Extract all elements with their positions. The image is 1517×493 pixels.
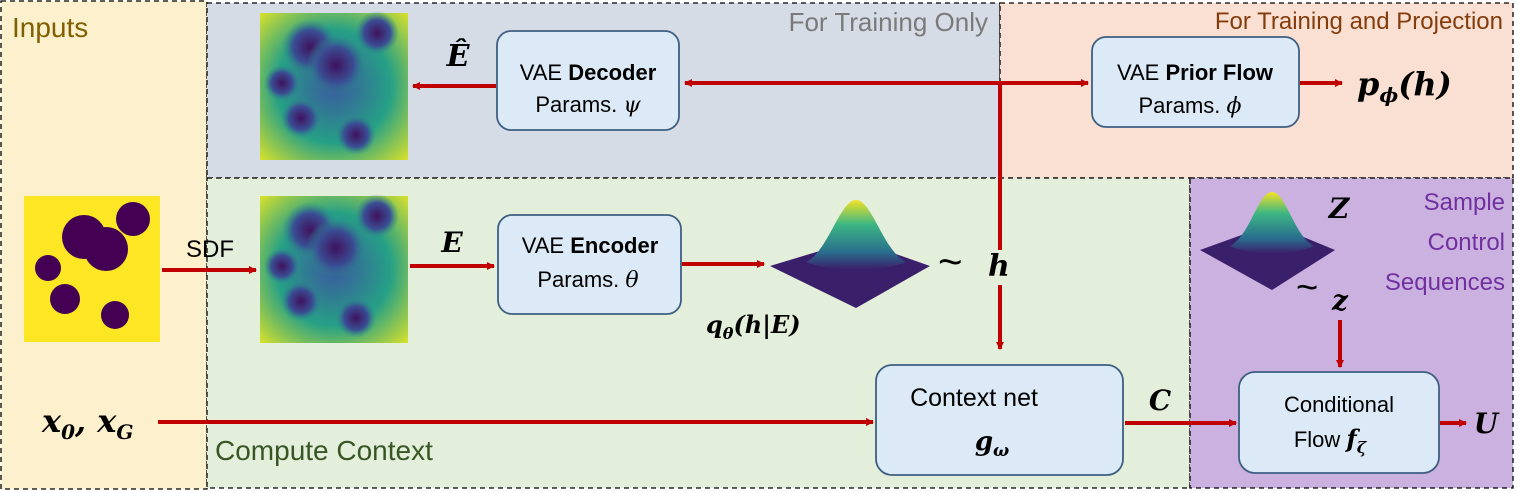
conditional-flow-symbol: f xyxy=(1344,424,1360,453)
svg-text:qθ(h|E): qθ(h|E) xyxy=(706,310,801,343)
conditional-flow-word: Flow xyxy=(1294,427,1347,452)
tilde-h: ~ xyxy=(938,238,963,285)
vae-encoder-block: VAE Encoder Params. θ xyxy=(497,214,682,315)
context-net-subscript: ω xyxy=(993,441,1009,461)
svg-text:Params. ϕ: Params. ϕ xyxy=(1138,93,1241,119)
posterior-argument: (h|E) xyxy=(733,310,800,339)
svg-text:pϕ(h): pϕ(h) xyxy=(1357,65,1452,107)
posterior-q: q xyxy=(706,310,723,339)
decoder-param-symbol: ψ xyxy=(623,93,641,118)
latent-gaussian-plot xyxy=(1200,192,1335,290)
svg-text:VAE Encoder: VAE Encoder xyxy=(522,233,659,258)
arrows xyxy=(158,79,1467,427)
conditional-flow-subscript: ζ xyxy=(1357,438,1368,457)
c-symbol: C xyxy=(1149,384,1172,417)
x0-subscript: 0 xyxy=(61,420,75,444)
context-net-symbol: g xyxy=(975,427,993,457)
svg-text:Params. ψ: Params. ψ xyxy=(535,92,641,118)
svg-text:Flow fζ: Flow fζ xyxy=(1294,424,1368,457)
vae-decoder-block: VAE Decoder Params. ψ xyxy=(496,30,680,131)
prior-flow-param-symbol: ϕ xyxy=(1227,94,1242,119)
u-symbol: U xyxy=(1474,407,1500,440)
decoder-title: Decoder xyxy=(568,60,656,85)
x0-symbol: x xyxy=(41,402,62,440)
context-net-title: Context net xyxy=(910,384,1038,412)
training-only-title: For Training Only xyxy=(789,7,988,37)
svg-text:VAE Decoder: VAE Decoder xyxy=(520,60,657,85)
context-net-block: Context net gω xyxy=(875,364,1124,476)
svg-text:VAE Prior Flow: VAE Prior Flow xyxy=(1117,60,1274,85)
e-symbol: E xyxy=(440,226,463,259)
posterior-gaussian-plot xyxy=(770,200,930,308)
reconstructed-sdf-image xyxy=(260,11,408,160)
encoder-prefix: VAE xyxy=(522,233,571,258)
z-upper-symbol: Z xyxy=(1328,192,1351,225)
prior-p: p xyxy=(1357,65,1379,103)
svg-text:Params. θ: Params. θ xyxy=(537,267,638,293)
training-projection-title: For Training and Projection xyxy=(1215,8,1503,35)
compute-context-title: Compute Context xyxy=(215,435,433,466)
encoder-title: Encoder xyxy=(570,233,658,258)
prior-argument: (h) xyxy=(1398,65,1452,103)
sdf-label: SDF xyxy=(186,236,234,263)
decoder-prefix: VAE xyxy=(520,60,569,85)
encoder-params-label: Params. xyxy=(537,267,625,292)
z-lower-symbol: z xyxy=(1331,284,1349,317)
h-symbol: h xyxy=(988,249,1010,284)
xg-subscript: G xyxy=(116,420,133,444)
svg-text:x0, xG: x0, xG xyxy=(41,402,133,444)
prior-flow-params-label: Params. xyxy=(1138,93,1226,118)
obstacle-map-image xyxy=(24,196,160,342)
conditional-flow-title: Conditional xyxy=(1284,392,1394,417)
tilde-z: ~ xyxy=(1296,267,1318,309)
vae-prior-flow-block: VAE Prior Flow Params. ϕ xyxy=(1091,36,1300,128)
decoder-params-label: Params. xyxy=(535,92,623,117)
inputs-title: Inputs xyxy=(12,12,88,43)
svg-text:gω: gω xyxy=(975,427,1009,461)
sample-title-line3: Sequences xyxy=(1385,269,1505,296)
sample-title-line1: Sample xyxy=(1424,189,1505,216)
xg-symbol: , x xyxy=(74,402,117,440)
sample-title-line2: Control xyxy=(1428,229,1505,256)
prior-flow-title: Prior Flow xyxy=(1165,60,1273,85)
posterior-subscript: θ xyxy=(723,324,734,343)
sdf-image xyxy=(260,194,408,343)
conditional-flow-block: Conditional Flow fζ xyxy=(1238,371,1440,474)
encoder-param-symbol: θ xyxy=(625,268,638,293)
e-hat-symbol: Ê xyxy=(446,38,471,74)
prior-subscript: ϕ xyxy=(1379,83,1398,107)
prior-flow-prefix: VAE xyxy=(1117,60,1166,85)
